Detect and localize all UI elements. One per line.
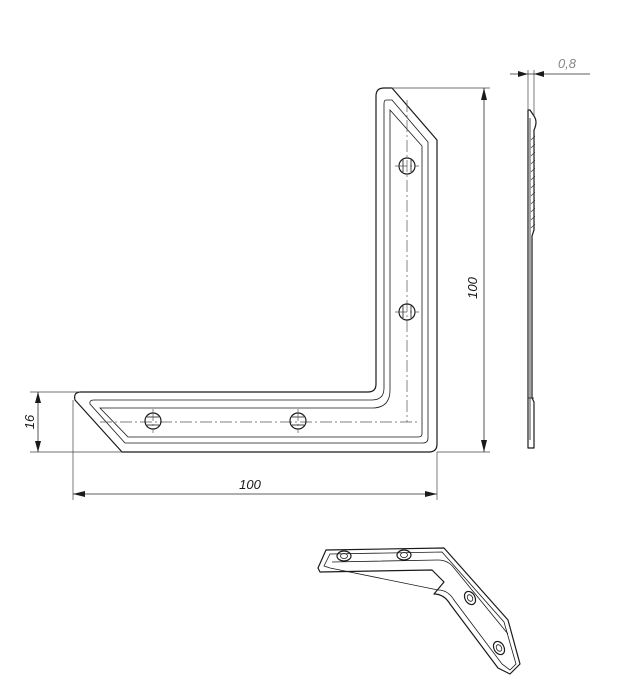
leg-width-dimension-label: 16 — [22, 414, 37, 429]
mounting-hole — [144, 409, 162, 433]
thickness-dimension: 0,8 — [510, 56, 590, 116]
mounting-hole — [395, 157, 419, 175]
iso-outer-outline — [317, 547, 521, 675]
leg-width-dimension: 16 — [22, 391, 122, 453]
mounting-hole — [289, 409, 307, 433]
isometric-view — [317, 547, 521, 675]
thickness-dimension-label: 0,8 — [558, 56, 577, 71]
side-view: 0,8 — [510, 56, 590, 449]
iso-hole — [336, 550, 352, 562]
bracket-outer-outline — [74, 87, 438, 453]
iso-hole — [492, 640, 506, 656]
width-dimension-label: 100 — [239, 477, 261, 492]
side-hatching — [530, 135, 536, 229]
iso-hole — [463, 590, 477, 606]
iso-inner-outline — [323, 551, 517, 671]
height-dimension: 100 — [392, 87, 490, 453]
height-dimension-label: 100 — [465, 276, 480, 298]
iso-hole — [396, 549, 412, 561]
side-profile — [527, 109, 537, 449]
bracket-inner-outline — [89, 99, 429, 444]
bracket-inner-outline-2 — [99, 108, 423, 438]
width-dimension: 100 — [72, 400, 438, 500]
mounting-hole — [395, 303, 419, 321]
front-view: 100 100 16 — [22, 87, 490, 500]
